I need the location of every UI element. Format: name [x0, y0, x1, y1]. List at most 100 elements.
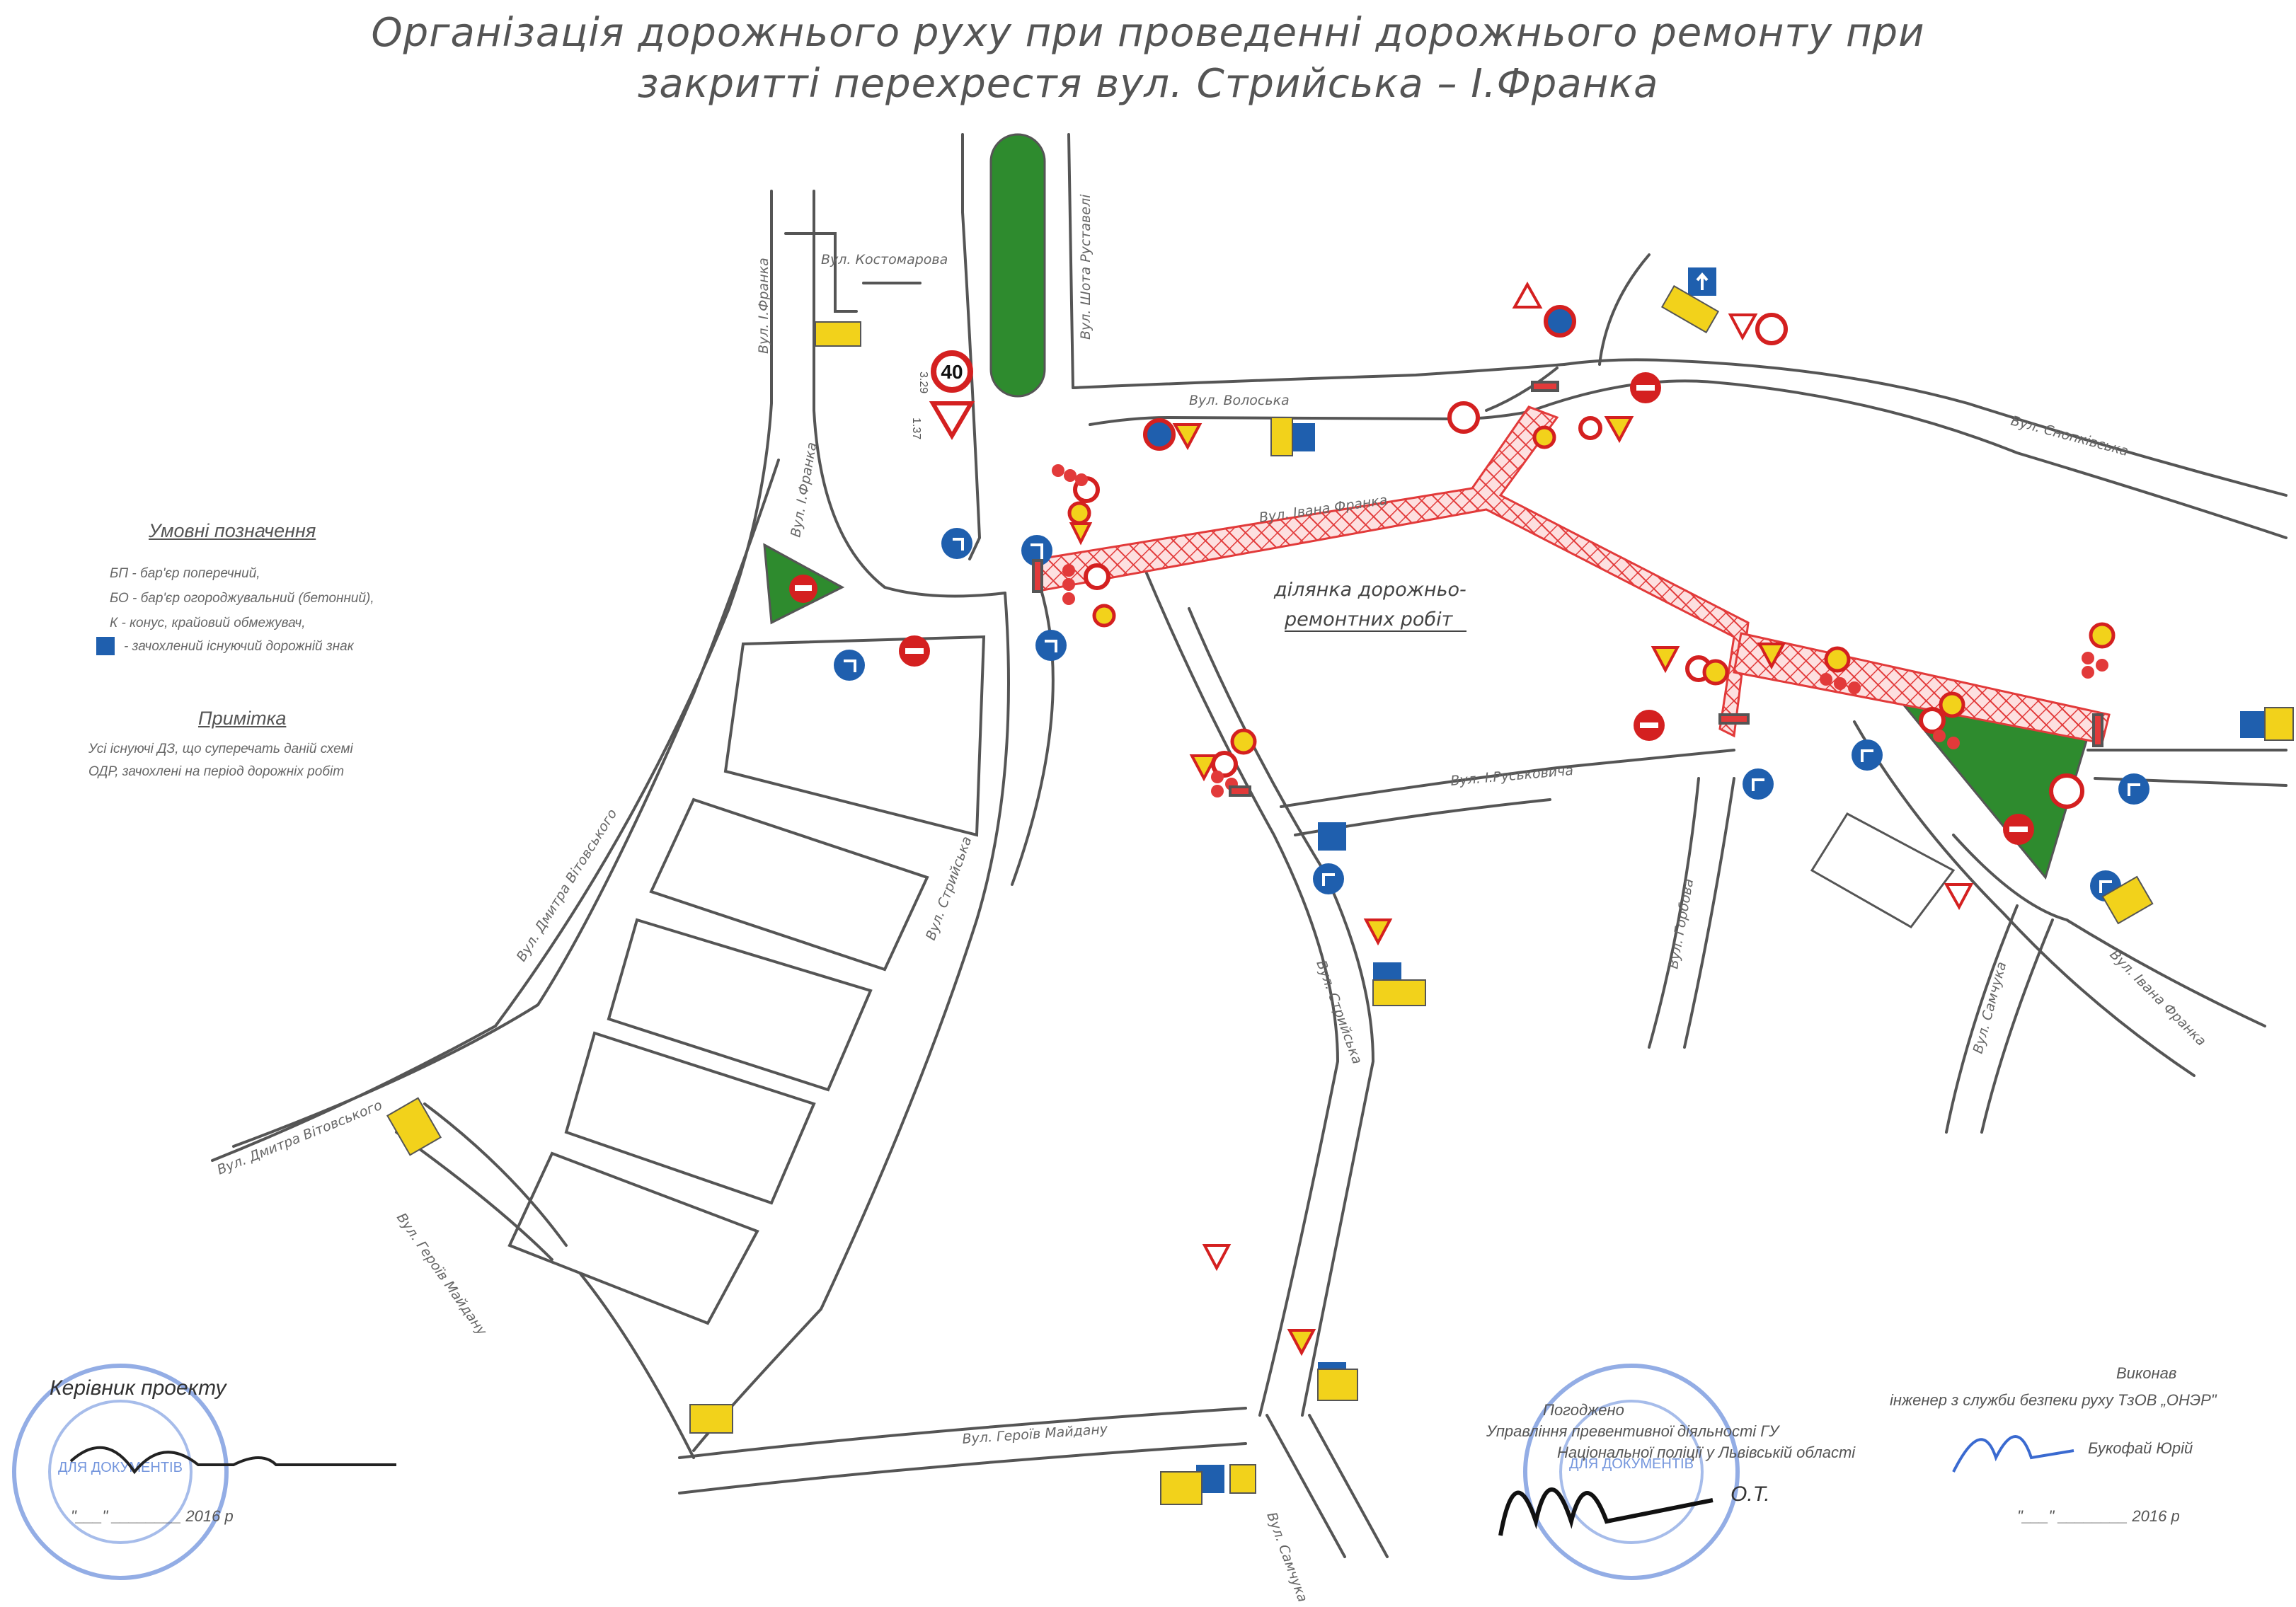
block-5 — [507, 1151, 759, 1325]
warning-triangle-icon — [1512, 281, 1543, 309]
building-outline — [1810, 812, 1956, 928]
road-edge-horbova-sw — [395, 1131, 553, 1261]
work-zone-label-line2: ремонтних робіт — [1284, 609, 1454, 630]
yellow-disc-icon — [1939, 691, 1965, 718]
warning-triangle-icon — [1944, 883, 1974, 911]
road-edge-heroiv-maidanu-north — [678, 1407, 1247, 1459]
no-entry-icon — [2003, 814, 2034, 845]
road-edge-snopkivska-north — [1563, 358, 2288, 497]
road-edge-avenue-right — [1067, 133, 1074, 389]
speed-limit-value: 40 — [941, 361, 963, 383]
yellow-disc-icon — [2089, 622, 2116, 649]
road-edge-samchuka-south — [1265, 1414, 1346, 1558]
road-edge-volodska-north — [1072, 363, 1566, 389]
road-edge-ruzhkovycha-north — [1280, 749, 1735, 808]
no-stopping-icon — [1143, 418, 1176, 451]
no-entry-white-icon — [1084, 563, 1110, 590]
temp-sign-icon — [2264, 707, 2294, 741]
no-entry-white-icon — [1211, 751, 1238, 778]
turn-left-icon — [1021, 535, 1052, 566]
no-entry-icon — [789, 575, 817, 603]
left-stamp: ДЛЯ ДОКУМЕНТІВ — [12, 1364, 229, 1580]
speed-limit-sign: 40 — [931, 350, 973, 393]
street-gorbova: Вул. Горбова — [1665, 877, 1697, 970]
center-signature-name: О.Т. — [1730, 1482, 1770, 1506]
road-works-icon — [1757, 643, 1786, 670]
left-stamp-text: ДЛЯ ДОКУМЕНТІВ — [58, 1460, 183, 1475]
no-entry-signs — [789, 372, 2034, 845]
direction-sign-icon — [1318, 822, 1346, 851]
yellow-disc-icon — [1824, 646, 1851, 673]
road-edge-samchuka-se — [1945, 904, 2019, 1134]
road-edge-vitovskoho-east — [232, 459, 780, 1148]
sign-code-1-37: 1.37 — [910, 417, 922, 439]
barrier-north — [1531, 381, 1559, 392]
turn-right-icon — [2118, 773, 2149, 805]
road-edge-stryiska-inner — [1011, 586, 1055, 886]
sign-code-3-29: 3.29 — [917, 371, 929, 393]
legend-item-bp: БП - бар'єр поперечний, — [110, 566, 260, 581]
yellow-disc-icon — [1702, 659, 1729, 686]
temp-sign-icon — [1270, 417, 1293, 456]
block-3 — [607, 918, 873, 1092]
legend-item-k: К - конус, крайовий обмежувач, — [110, 616, 306, 630]
street-franka-se: Вул. Івана Франка — [2106, 947, 2209, 1049]
yellow-disc-icon — [1230, 728, 1257, 755]
right-signature-name: Букофай Юрій — [2088, 1439, 2193, 1457]
street-franka-vertical: Вул. І.Франка — [756, 258, 771, 354]
covered-sign-legend-icon — [96, 637, 115, 655]
road-edge-snopk-south-join — [1485, 367, 1559, 412]
turn-right-icon — [1313, 863, 1344, 894]
street-shota-rustaveli: Вул. Шота Руставелі — [1078, 194, 1094, 340]
green-median — [989, 133, 1046, 398]
center-signature-line3: Національної поліції у Львівській област… — [1557, 1444, 1856, 1461]
road-edge-stryiska-west — [692, 592, 1010, 1452]
no-turn-icon — [1447, 401, 1480, 434]
temp-sign-icon — [689, 1404, 733, 1434]
road-works-signs — [1069, 281, 1974, 1357]
center-stamp: ДЛЯ ДОКУМЕНТІВ — [1523, 1364, 1740, 1580]
road-edge-horbova-link — [579, 1272, 695, 1459]
temp-sign-icon — [815, 321, 861, 347]
street-kostomarova: Вул. Костомарова — [821, 252, 948, 267]
road-works-icon — [1604, 416, 1634, 444]
yield-sign — [929, 401, 975, 440]
work-zone-label-line1: ділянка дорожньо- — [1273, 579, 1466, 601]
block-1 — [723, 635, 986, 837]
turn-left-icon — [834, 650, 865, 681]
center-signature — [1498, 1487, 1714, 1536]
street-stryiska: Вул. Стрийська — [923, 834, 975, 943]
road-network — [211, 133, 2288, 1558]
road-works-icon — [1287, 1329, 1316, 1357]
map-title-line1: Організація дорожнього руху при проведен… — [371, 10, 1925, 56]
left-signature-title: Керівник проекту — [50, 1376, 226, 1400]
road-edge-samchuka-se2 — [1980, 918, 2054, 1134]
temp-sign-icon — [1229, 1464, 1256, 1494]
block-2 — [649, 797, 929, 972]
road-edge-north-branch — [1598, 253, 1651, 366]
turn-right-icon — [1852, 739, 1883, 771]
no-entry-icon — [1634, 710, 1665, 741]
turn-left-icon — [941, 528, 972, 559]
center-stamp-text: ДЛЯ ДОКУМЕНТІВ — [1569, 1456, 1694, 1472]
barrier-south — [1718, 713, 1750, 725]
work-zone-area — [1038, 405, 1750, 738]
road-edge-gorbova-west — [1648, 777, 1700, 1049]
temp-sign-icon — [1372, 979, 1426, 1006]
right-signature-date: "___" ________ 2016 р — [2017, 1507, 2180, 1525]
road-edge-samchuka-south2 — [1308, 1414, 1389, 1558]
yellow-temporary-signs — [386, 284, 2294, 1505]
street-ruzhkovycha: Вул. І.Руськовича — [1450, 763, 1574, 789]
yellow-disc-icon — [1532, 425, 1556, 449]
road-edge-franka-se-east — [1952, 834, 2266, 1027]
temp-sign-icon — [2101, 875, 2154, 925]
yellow-disc-icon — [1092, 604, 1116, 628]
road-works-icon — [1069, 522, 1093, 546]
road-edge-heroiv-maidanu-south — [678, 1442, 1247, 1494]
map-title-line2: закритті перехрестя вул. Стрийська – І.Ф… — [637, 61, 1659, 107]
no-entry-white-icon — [1578, 416, 1602, 440]
barrier-west — [1032, 559, 1043, 593]
right-signature — [1952, 1435, 2074, 1473]
cone-clusters — [1052, 464, 2108, 797]
